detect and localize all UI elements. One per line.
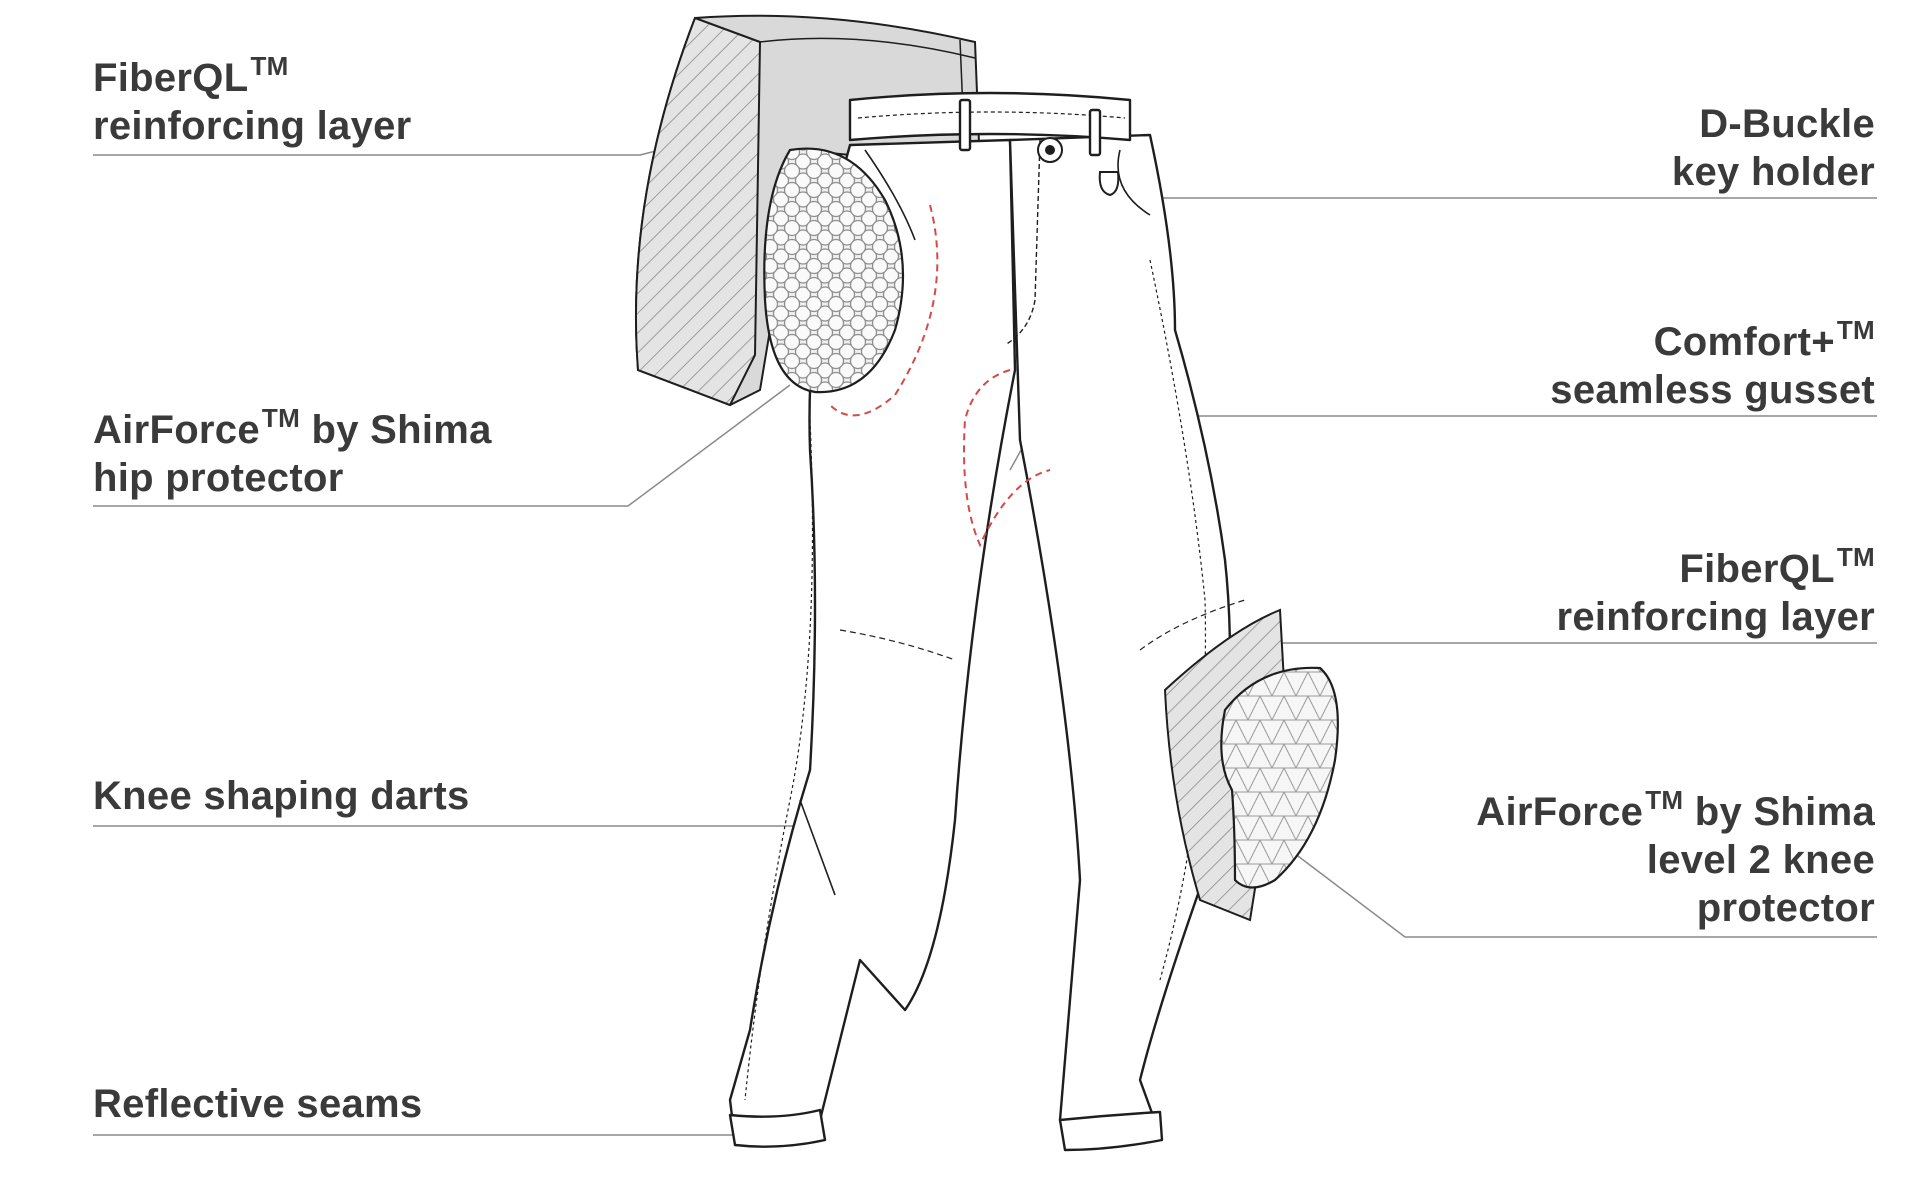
label-dbuckle: D-Buckle key holder xyxy=(1671,102,1875,194)
gusset-outline-right xyxy=(963,369,1051,548)
label-comfort-gusset: Comfort+TM seamless gusset xyxy=(1550,315,1875,412)
label-airforce-knee: AirForceTM by Shima level 2 knee protect… xyxy=(1476,785,1875,930)
knee-protector-pad xyxy=(1220,666,1339,889)
leader-airforce-hip xyxy=(93,384,791,507)
label-fiberql-knee: FiberQLTM reinforcing layer xyxy=(1556,542,1875,639)
pants-body xyxy=(728,91,1246,1152)
label-reflective-seams: Reflective seams xyxy=(93,1082,423,1126)
leader-lines xyxy=(93,79,1877,1136)
button-center xyxy=(1045,145,1055,155)
honeycomb-pad-icon xyxy=(763,147,905,394)
label-airforce-hip: AirForceTM by Shima hip protector xyxy=(93,403,492,500)
label-knee-darts: Knee shaping darts xyxy=(93,774,470,818)
label-fiberql-hip: FiberQLTM reinforcing layer xyxy=(93,51,412,148)
d-buckle-icon xyxy=(1098,171,1120,197)
gusset-outline-left xyxy=(829,204,939,417)
leader-airforce-knee xyxy=(1289,849,1877,938)
